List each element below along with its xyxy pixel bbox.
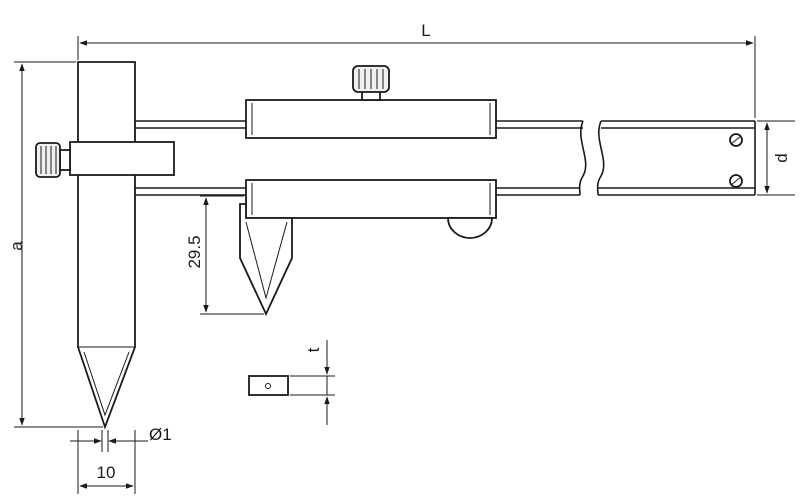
dimension-thickness-label: t — [304, 347, 323, 352]
thickness-detail: t — [248, 340, 335, 425]
dimension-depth-label: d — [772, 153, 791, 162]
lock-collar — [59, 141, 175, 176]
end-screw-top — [729, 133, 743, 147]
dimension-length: L — [77, 21, 756, 118]
movable-jaw — [239, 203, 293, 317]
dimension-height: a — [7, 61, 103, 428]
dimension-width: 10 — [77, 430, 136, 494]
dimension-point: Ø1 — [70, 425, 172, 452]
slider-lower — [245, 179, 497, 219]
fixed-jaw — [77, 61, 136, 430]
dimension-height-label: a — [7, 241, 26, 251]
dimension-jaw-label: 29.5 — [185, 235, 204, 268]
dimension-width-label: 10 — [97, 463, 116, 482]
dimension-point-label: Ø1 — [149, 425, 172, 444]
slider-knob-icon — [352, 65, 390, 101]
dimension-length-label: L — [421, 21, 430, 40]
lock-knob-icon — [35, 142, 61, 178]
dimension-depth: d — [757, 120, 795, 196]
slider-upper — [245, 99, 497, 139]
dimension-jaw: 29.5 — [185, 195, 264, 315]
end-screw-bottom — [729, 174, 743, 188]
thumb-wheel-icon — [447, 217, 493, 239]
